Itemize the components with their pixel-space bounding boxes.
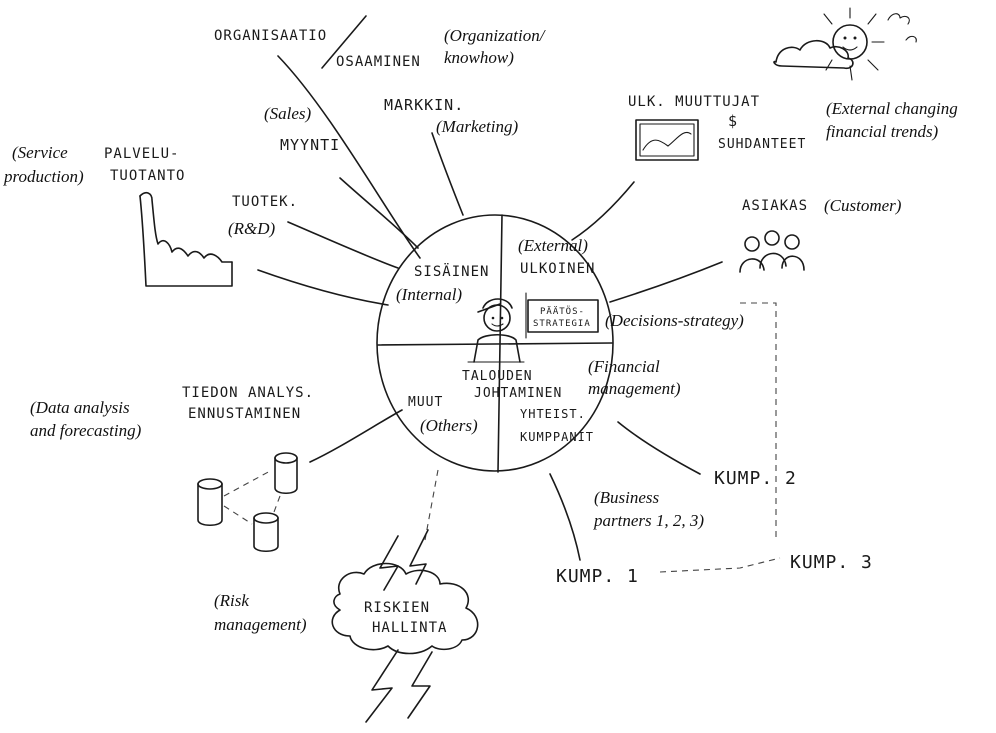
hand-risk-2: HALLINTA — [372, 620, 447, 636]
eng-rnd: (R&D) — [228, 219, 276, 238]
board-line-2: STRATEGIA — [533, 319, 591, 329]
eng-data-2: and forecasting) — [30, 421, 142, 440]
hand-financial-1: TALOUDEN — [462, 369, 533, 384]
eng-marketing: (Marketing) — [436, 117, 518, 136]
hand-internal: SISÄINEN — [414, 262, 489, 280]
hand-data-2: ENNUSTAMINEN — [188, 406, 301, 422]
eng-partners-1: (Business — [594, 488, 660, 507]
eng-external-trends-2: financial trends) — [826, 122, 939, 141]
eng-internal: (Internal) — [396, 285, 462, 304]
spoke-risk — [424, 469, 439, 541]
eng-decisions: (Decisions-strategy) — [605, 311, 744, 330]
eng-others: (Others) — [420, 416, 478, 435]
node-marketing: MARKKIN. (Marketing) — [384, 96, 518, 136]
eng-organization-1: (Organization/ — [444, 26, 547, 45]
hand-service-1: PALVELU- — [104, 146, 179, 162]
spoke-rnd — [287, 221, 399, 269]
dashed-customer-link — [740, 302, 777, 540]
center-circle: PÄÄTÖS- STRATEGIA SISÄINEN (Internal) (E… — [376, 214, 744, 473]
sun-cloud-icon — [773, 7, 917, 81]
hand-customer: ASIAKAS — [742, 198, 808, 214]
spoke-kump2 — [617, 421, 701, 475]
eng-external-trends-1: (External changing — [826, 99, 958, 118]
eng-risk-1: (Risk — [214, 591, 249, 610]
hand-kump-2: KUMP. 2 — [714, 468, 797, 489]
node-customer: ASIAKAS (Customer) — [739, 196, 902, 273]
hand-rnd: TUOTEK. — [232, 194, 298, 210]
manager-figure — [467, 298, 525, 363]
storm-cloud-icon — [331, 529, 479, 723]
node-risk: (Risk management) RISKIEN HALLINTA — [214, 529, 479, 723]
center-outline — [376, 214, 614, 472]
node-sales: (Sales) MYYNTI — [264, 104, 340, 154]
center-horizontal-divider — [377, 342, 613, 346]
spoke-customer — [609, 261, 723, 303]
eng-financial-1: (Financial — [588, 357, 660, 376]
customers-icon — [739, 230, 805, 273]
hand-marketing: MARKKIN. — [384, 96, 464, 114]
trend-chart-icon — [635, 119, 699, 161]
eng-data-1: (Data analysis — [30, 398, 130, 417]
hand-external: ULKOINEN — [520, 261, 595, 277]
spoke-marketing — [431, 132, 464, 216]
node-partners: (Business partners 1, 2, 3) KUMP. 1 KUMP… — [556, 468, 873, 587]
hand-dollar-sign: $ — [728, 112, 738, 130]
spoke-lines — [257, 55, 781, 573]
decision-board: PÄÄTÖS- STRATEGIA — [525, 292, 599, 339]
factory-outline — [139, 195, 233, 287]
database-icons — [197, 452, 298, 553]
node-service: (Service production) PALVELU- TUOTANTO — [3, 143, 233, 287]
node-external-trends: ULK. MUUTTUJAT $ SUHDANTEET (External ch… — [628, 7, 958, 161]
spoke-service — [257, 269, 389, 306]
slash-mark — [321, 15, 367, 69]
hand-sales: MYYNTI — [280, 136, 340, 154]
board-line-1: PÄÄTÖS- — [540, 306, 585, 317]
hand-financial-2: JOHTAMINEN — [474, 386, 562, 401]
eng-service-2: production) — [3, 167, 84, 186]
node-data-analysis: TIEDON ANALYS. ENNUSTAMINEN (Data analys… — [30, 385, 314, 553]
spoke-data-analysis — [309, 409, 403, 463]
node-rnd: TUOTEK. (R&D) — [228, 194, 298, 238]
spoke-sales — [339, 177, 419, 249]
hand-risk-1: RISKIEN — [364, 600, 430, 616]
eng-organization-2: knowhow) — [444, 48, 514, 67]
hand-partners-2: KUMPPANIT — [520, 430, 594, 444]
spoke-kump1 — [549, 473, 581, 561]
hand-organization-2: OSAAMINEN — [336, 54, 421, 70]
hand-kump-3: KUMP. 3 — [790, 552, 873, 573]
hand-data-1: TIEDON ANALYS. — [182, 385, 314, 401]
factory-roof-icon — [139, 191, 233, 263]
eng-customer: (Customer) — [824, 196, 902, 215]
eng-financial-2: management) — [588, 379, 681, 398]
spoke-external-trends — [571, 181, 635, 241]
hand-kump-1: KUMP. 1 — [556, 566, 639, 587]
eng-risk-2: management) — [214, 615, 307, 634]
hand-service-2: TUOTANTO — [110, 168, 185, 184]
node-organization: ORGANISAATIO OSAAMINEN (Organization/ kn… — [214, 15, 547, 70]
hand-external-trends-1: ULK. MUUTTUJAT — [628, 94, 760, 110]
eng-service-1: (Service — [12, 143, 68, 162]
spoke-organization — [277, 55, 421, 259]
eng-partners-2: partners 1, 2, 3) — [593, 511, 704, 530]
dashed-partner-link — [659, 557, 781, 573]
hand-others: MUUT — [408, 395, 443, 410]
hand-organization-1: ORGANISAATIO — [214, 28, 327, 44]
eng-sales: (Sales) — [264, 104, 312, 123]
eng-external: (External) — [518, 236, 588, 255]
hand-external-trends-2: SUHDANTEET — [718, 137, 806, 152]
hand-partners-1: YHTEIST. — [520, 407, 586, 421]
